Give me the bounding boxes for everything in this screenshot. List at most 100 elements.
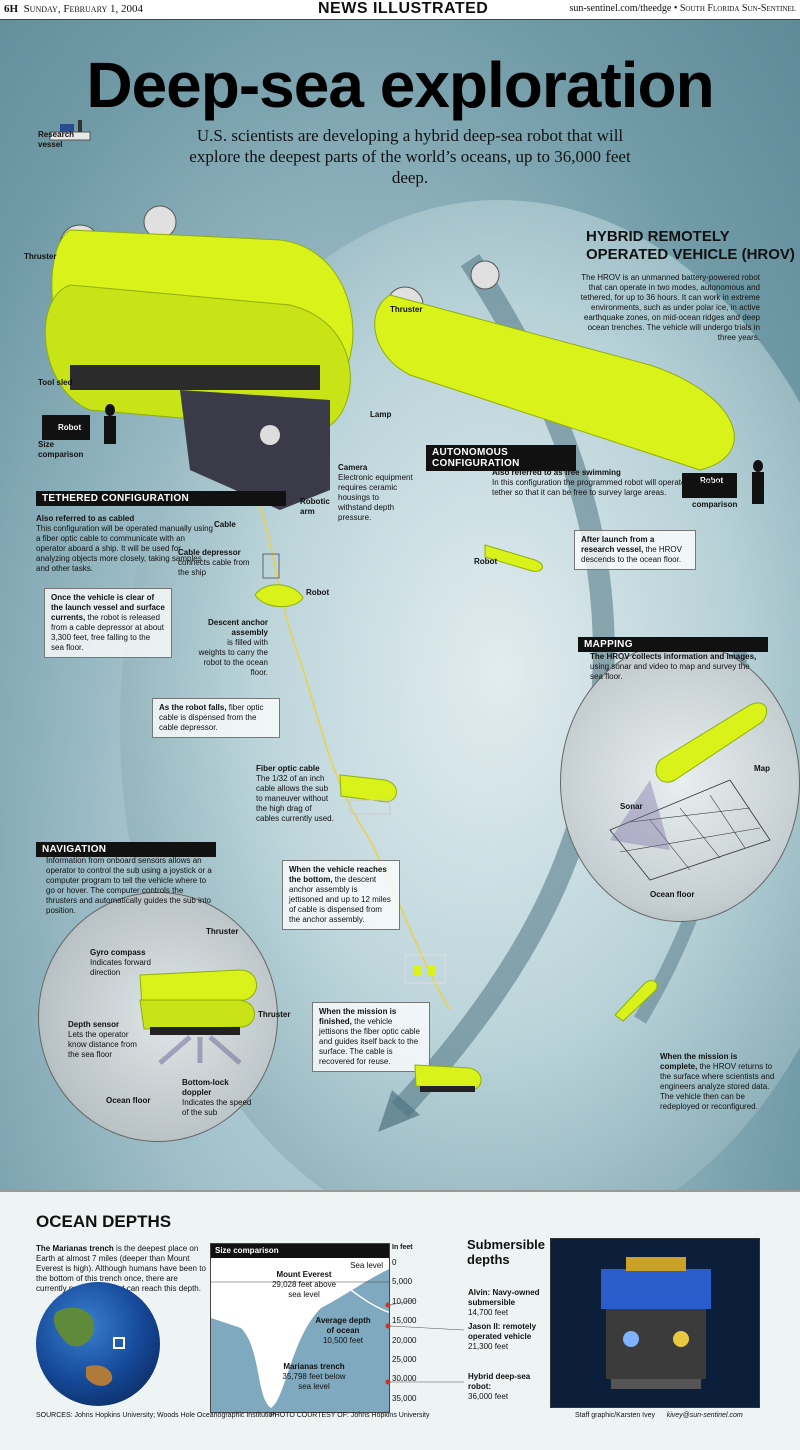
cable-depressor-callout: Cable depressor connects cable from the …	[178, 548, 258, 578]
gyro-text: Indicates forward direction	[90, 958, 151, 977]
tethered-sub-title: Also referred to as cabled	[36, 514, 135, 523]
paper-name: South Florida Sun-Sentinel	[679, 3, 796, 14]
launch-title: After launch from a research vessel,	[581, 535, 655, 554]
photo-credit: PHOTO COURTESY OF: Johns Hopkins Univers…	[270, 1412, 430, 1419]
scale-unit: In feet	[392, 1244, 413, 1251]
mapping-inset	[560, 642, 800, 922]
jason-title: Jason II: remotely operated vehicle	[468, 1322, 537, 1341]
scale-tick: 30,000	[392, 1374, 417, 1384]
page-title: Deep-sea exploration	[86, 49, 714, 121]
cable-label: Cable	[214, 520, 236, 529]
bottom-sub-illustration	[414, 1064, 482, 1092]
complete-text: the HROV returns to the surface where sc…	[660, 1062, 775, 1111]
depth-markers	[385, 1300, 465, 1385]
finished-title: When the mission is finished,	[319, 1007, 397, 1026]
scale-tick: 35,000	[392, 1393, 417, 1403]
jason-ii-photo	[550, 1238, 760, 1408]
falls-text: fiber optic cable is dispensed from the …	[159, 703, 264, 732]
publication-date: Sunday, February 1, 2004	[23, 3, 143, 15]
nav-thruster-label-top: Thruster	[206, 927, 239, 936]
sonar-label: Sonar	[620, 802, 643, 811]
page-date-line: 6H Sunday, February 1, 2004	[4, 3, 143, 15]
camera-text: Electronic equipment requires ceramic ho…	[338, 473, 413, 522]
autonomous-configuration-header: AUTONOMOUS CONFIGURATION	[426, 445, 576, 471]
falls-title: As the robot falls,	[159, 703, 227, 712]
hrov-title-line2: OPERATED VEHICLE (HROV)	[586, 246, 795, 263]
mapping-ocean-floor-label: Ocean floor	[650, 890, 695, 899]
autonomous-hrov-illustration	[374, 260, 735, 471]
website-url[interactable]: sun-sentinel.com/theedge	[569, 3, 672, 14]
complete-title: When the mission is complete,	[660, 1052, 738, 1071]
hybrid-text: 36,000 feet	[468, 1392, 509, 1401]
submersible-depths-title: Submersible depths	[467, 1237, 546, 1267]
jason-ii-photo-illustration	[551, 1239, 759, 1407]
finished-callout: When the mission is finished, the vehicl…	[312, 1002, 430, 1072]
thruster-label-left: Thruster	[24, 252, 57, 261]
navigation-text: Information from onboard sensors allows …	[46, 856, 212, 915]
page-subtitle: U.S. scientists are developing a hybrid …	[189, 126, 631, 187]
autonomous-sub-title: Also referred to as free swimming	[492, 468, 621, 477]
falls-callout: As the robot falls, fiber optic cable is…	[152, 698, 280, 738]
everest-callout: Mount Everest 29,028 feet above sea leve…	[269, 1270, 339, 1300]
research-vessel-icon	[49, 120, 91, 141]
nav-ocean-floor-label: Ocean floor	[106, 1096, 151, 1105]
globe-land	[53, 1307, 125, 1386]
research-vessel-label: Research vessel	[38, 130, 75, 149]
thruster-icon	[470, 260, 500, 290]
jason-text: 21,300 feet	[468, 1342, 509, 1351]
doppler-callout: Bottom-lock doppler Indicates the speed …	[182, 1078, 252, 1118]
bottom-text: the descent anchor assembly is jettisone…	[289, 875, 391, 924]
size-comparison-panel: Size comparison Sea level Mount Everest …	[210, 1243, 390, 1413]
descending-robot-illustration	[484, 544, 543, 572]
marianas-text: 35,798 feet below sea level	[282, 1372, 346, 1391]
nav-thruster-label-bottom: Thruster	[258, 1010, 291, 1019]
release-callout-title: Once the vehicle is clear of the launch …	[51, 593, 165, 622]
paper-info: sun-sentinel.com/theedge • South Florida…	[569, 3, 796, 14]
scale-tick: 20,000	[392, 1335, 417, 1345]
anchor-assembly-illustration	[404, 954, 446, 984]
anchor-text: is filled with weights to carry the robo…	[198, 638, 268, 677]
thruster-label-right: Thruster	[390, 305, 423, 314]
avg-depth-text: 10,500 feet	[322, 1336, 364, 1345]
staff-credit-name: Staff graphic/Karsten Ivey	[575, 1412, 656, 1419]
hybrid-callout: Hybrid deep-sea robot: 36,000 feet	[468, 1372, 544, 1402]
bottom-title: When the vehicle reaches the bottom,	[289, 865, 387, 884]
gyro-callout: Gyro compass Indicates forward direction	[90, 948, 160, 978]
tethered-description: Also referred to as cabled This configur…	[36, 514, 216, 574]
staff-credit-email[interactable]: kivey@sun-sentinel.com	[666, 1412, 743, 1419]
mapping-description: The HROV collects information and images…	[590, 652, 760, 682]
depth-callout: Depth sensor Lets the operator know dist…	[68, 1020, 144, 1060]
map-label: Map	[754, 764, 770, 773]
robot-label-descending: Robot	[474, 557, 498, 566]
doppler-title: Bottom-lock doppler	[182, 1078, 229, 1097]
robot-label-tethered: Robot	[306, 588, 330, 597]
finished-text: the vehicle jettisons the fiber optic ca…	[319, 1017, 420, 1066]
descent-arrowhead	[378, 1090, 420, 1132]
thruster-icon	[143, 205, 177, 239]
scale-tick: 10,000	[392, 1296, 417, 1306]
mapping-text: using sonar and video to map and survey …	[590, 662, 750, 681]
avg-depth-callout: Average depth of ocean 10,500 feet	[311, 1316, 375, 1346]
fiber-text: The 1/32 of an inch cable allows the sub…	[256, 774, 334, 823]
alvin-title: Alvin: Navy-owned submersible	[468, 1288, 540, 1307]
release-callout-text: the robot is released from a cable depre…	[51, 613, 164, 652]
size-comparison-left	[42, 404, 116, 444]
mapping-title: The HROV collects information and images…	[590, 652, 757, 661]
robotic-arm-label: Robotic arm	[300, 497, 330, 516]
robot-label-left: Robot	[58, 423, 82, 432]
hrov-title: HYBRID REMOTELY OPERATED VEHICLE (HROV)	[586, 228, 795, 264]
marianas-marker	[113, 1337, 125, 1349]
sources-text: SOURCES: Johns Hopkins University; Woods…	[36, 1412, 277, 1419]
jason-callout: Jason II: remotely operated vehicle 21,3…	[468, 1322, 544, 1352]
lamp-label: Lamp	[370, 410, 392, 419]
scale-tick: 0	[392, 1258, 397, 1267]
scale-tick: 15,000	[392, 1316, 417, 1326]
size-comparison-label-left: Size comparison	[38, 440, 84, 459]
cable-depressor-text: connects cable from the ship	[178, 558, 250, 577]
scale-tick: 5,000	[392, 1277, 413, 1287]
gyro-title: Gyro compass	[90, 948, 146, 957]
autonomous-description: Also referred to as free swimming In thi…	[492, 468, 722, 498]
depth-text: Lets the operator know distance from the…	[68, 1030, 137, 1059]
main-illustration: Deep-sea exploration U.S. scientists are…	[0, 20, 800, 1190]
scale-tick: 25,000	[392, 1355, 417, 1365]
